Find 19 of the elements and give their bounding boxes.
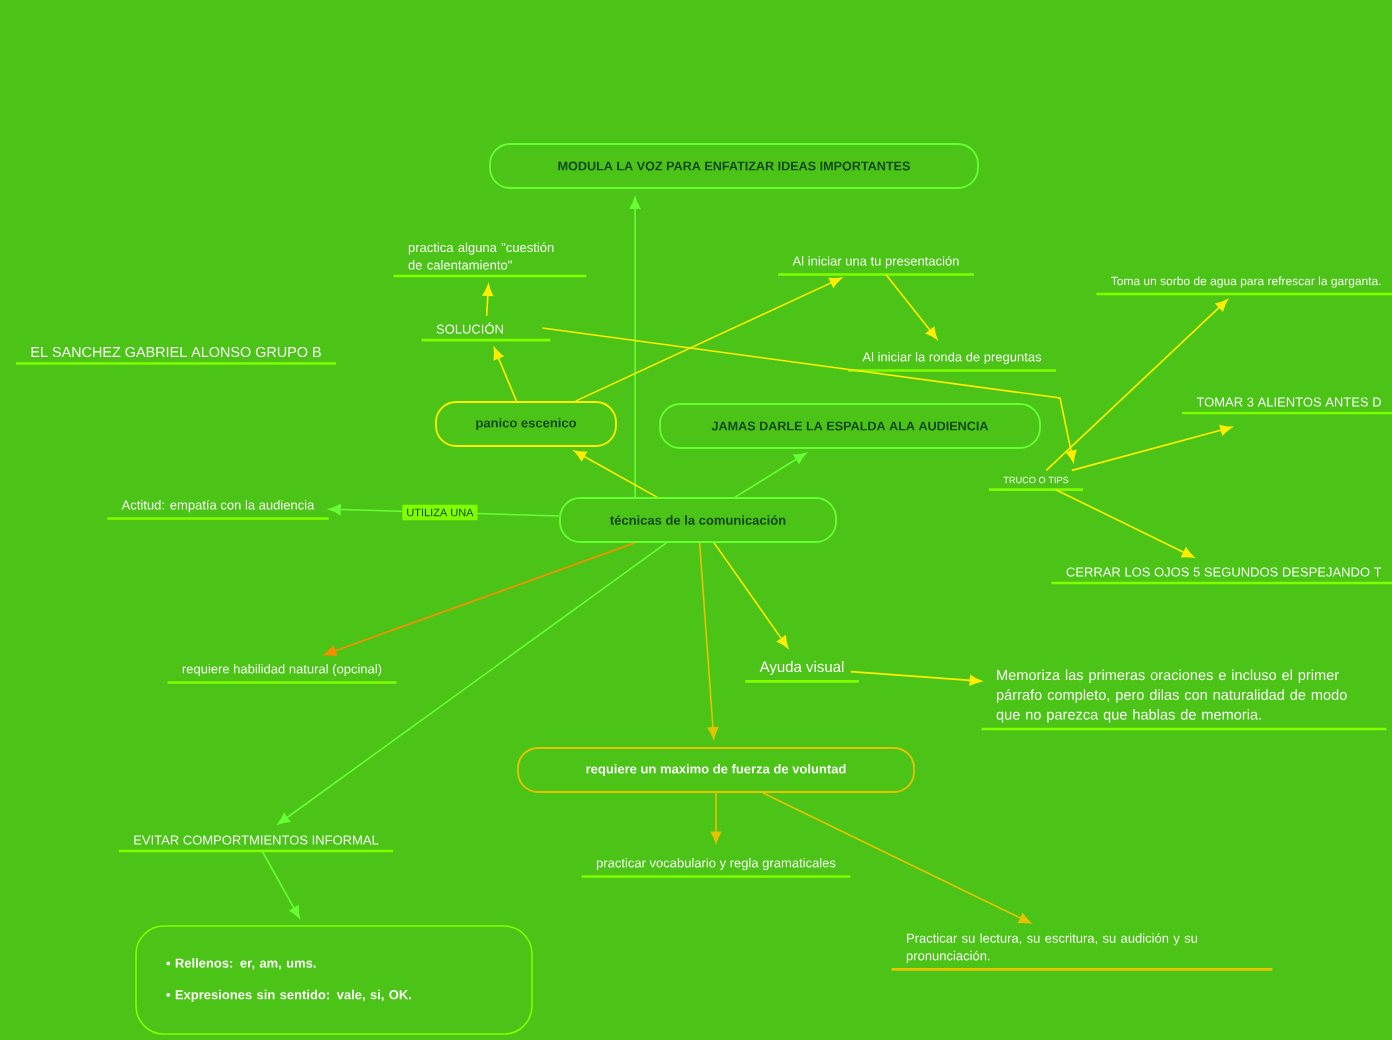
arrow (698, 542, 719, 739)
arrow (1054, 488, 1195, 558)
arrow (261, 850, 300, 919)
arrow (885, 273, 938, 340)
arrow (713, 542, 789, 649)
arrow (734, 452, 807, 498)
arrow (541, 327, 1077, 463)
arrow (1071, 424, 1233, 472)
arrow (710, 792, 722, 844)
arrow (482, 284, 494, 317)
arrow (629, 197, 641, 498)
arrow (762, 792, 1031, 924)
arrow (277, 542, 668, 825)
arrow (1045, 299, 1228, 472)
arrow (574, 277, 842, 402)
arrow (574, 450, 658, 498)
arrow (324, 542, 636, 657)
arrow (850, 670, 982, 686)
arrow (493, 347, 518, 402)
